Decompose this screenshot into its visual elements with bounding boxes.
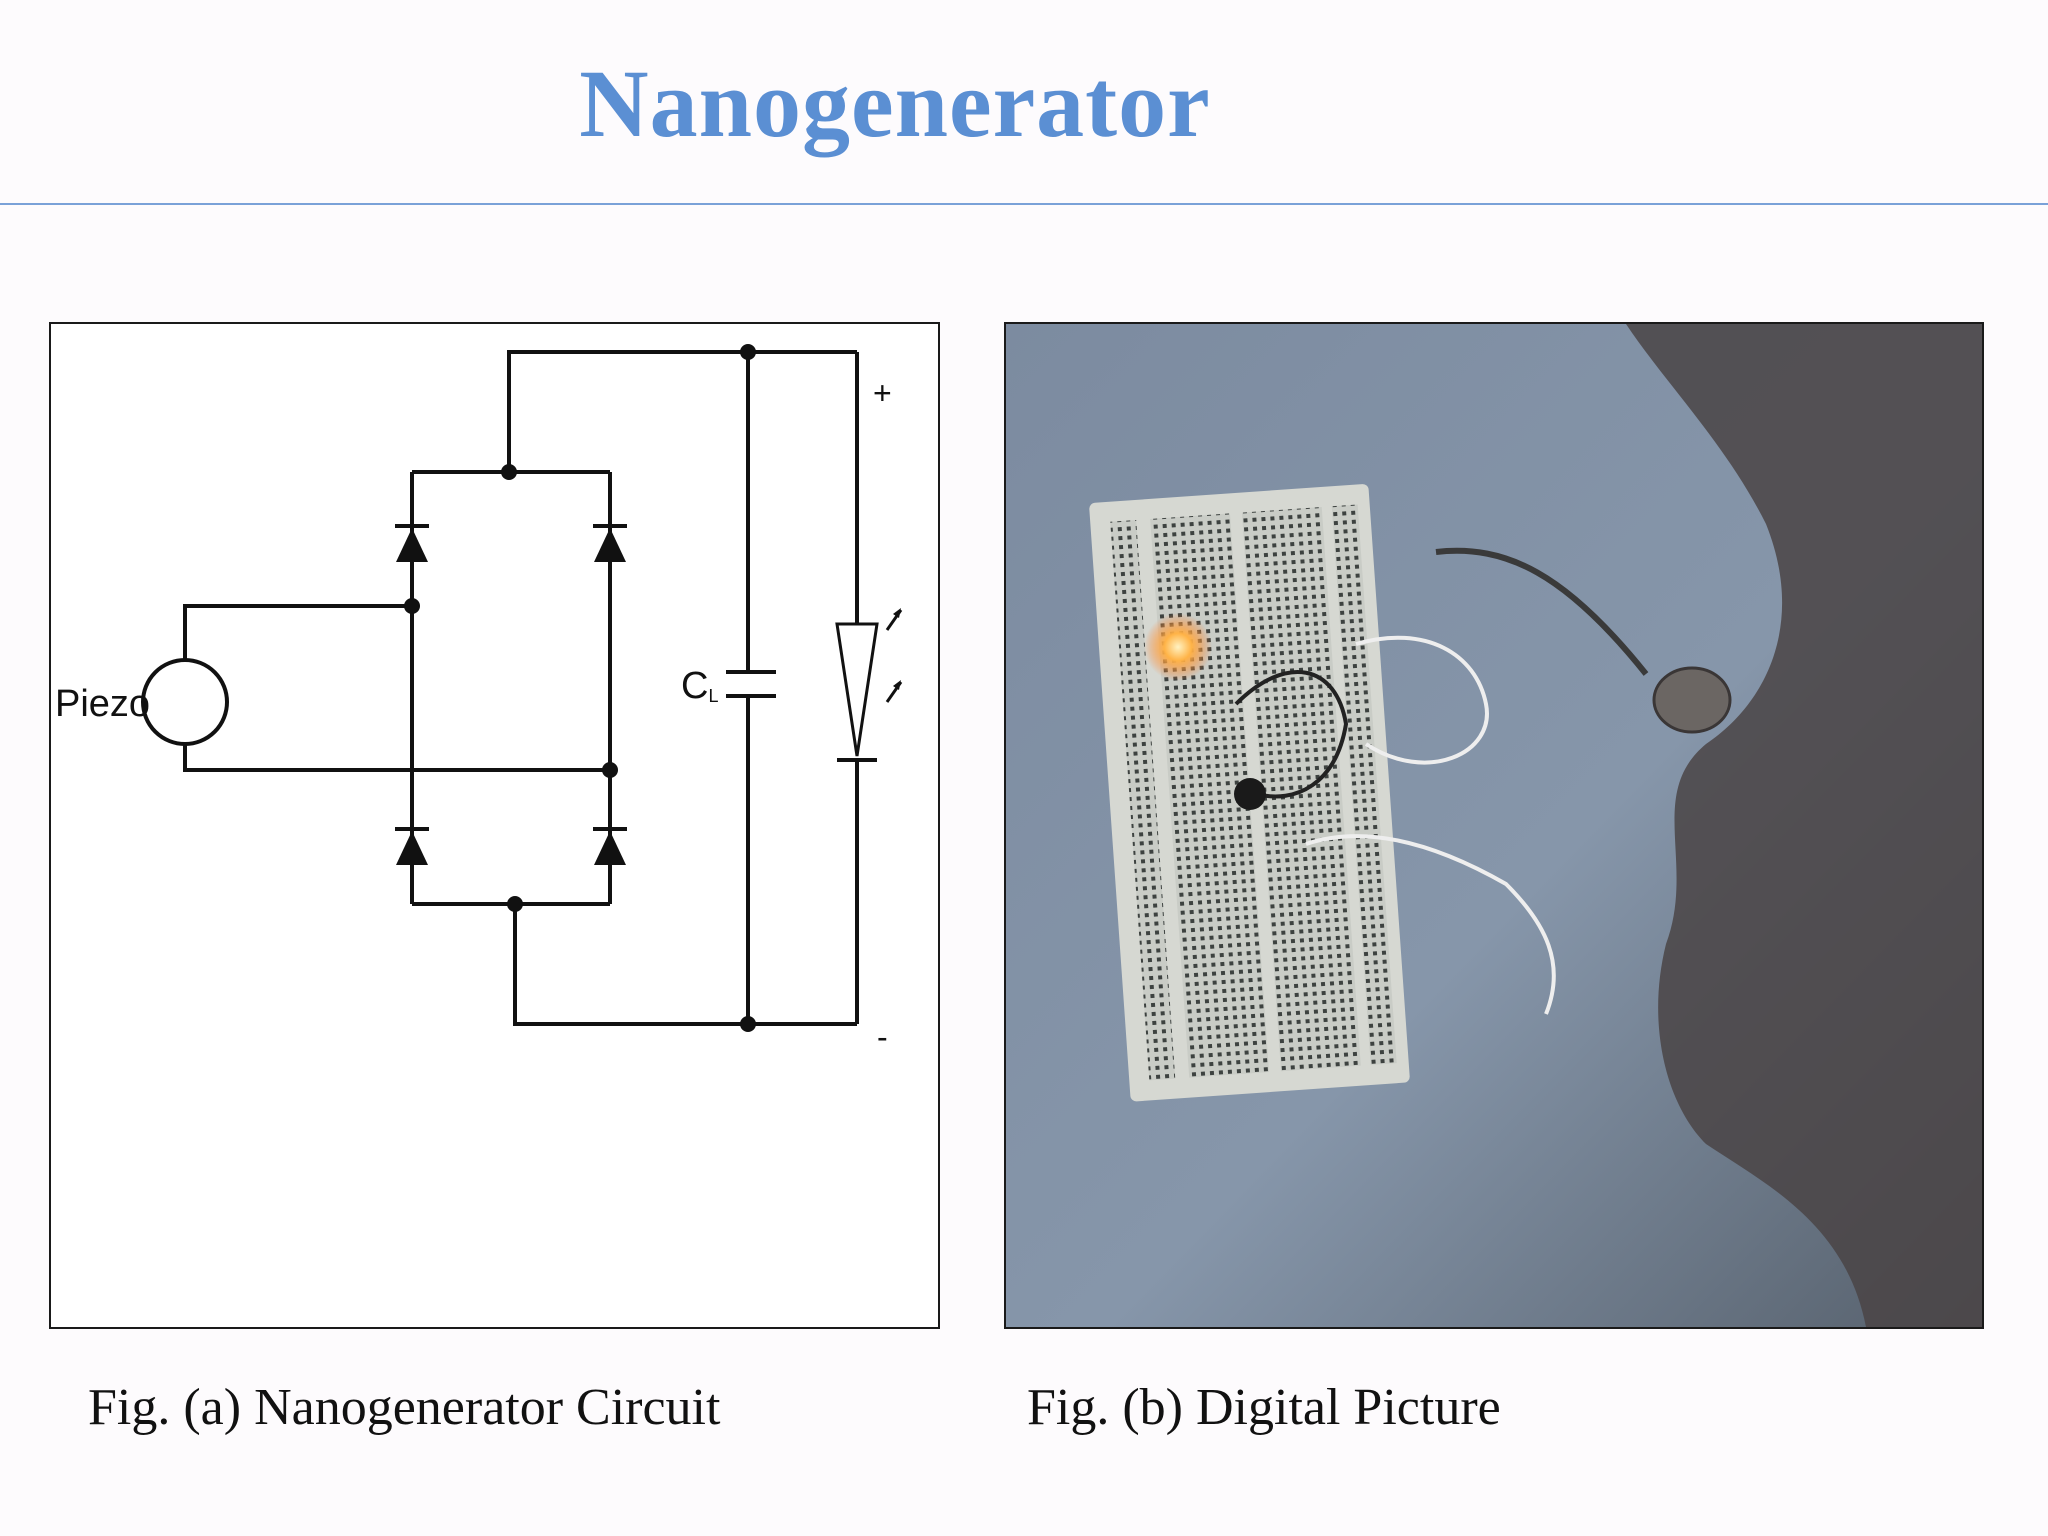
junction-piezo-bottom: [602, 762, 618, 778]
figure-a-caption: Fig. (a) Nanogenerator Circuit: [88, 1379, 721, 1436]
lead-to-source: [1435, 547, 1649, 676]
wire-bottom-rail: [513, 904, 857, 1026]
white-wire-1: [1355, 635, 1489, 765]
diode-top-left: [395, 524, 429, 562]
figure-b-caption: Fig. (b) Digital Picture: [1027, 1379, 1501, 1436]
slide-title: Nanogenerator: [579, 50, 1211, 157]
diode-bottom-right: [593, 827, 627, 865]
piezo-label: Piezo: [55, 683, 150, 725]
diode-bottom-left: [395, 827, 429, 865]
wire-piezo-top: [183, 604, 412, 660]
wire-top-rail: [507, 350, 817, 472]
piezo-disc: [1652, 666, 1732, 734]
wire-piezo-bottom: [183, 744, 610, 772]
breadboard-photo: [1006, 324, 1982, 1327]
digital-picture-panel: [1004, 322, 1984, 1329]
hand-shadow: [1626, 324, 1982, 1327]
positive-terminal-label: +: [873, 375, 892, 411]
led-glow: [1144, 613, 1212, 681]
circuit-diagram: Piezo CL + -: [55, 344, 903, 1055]
negative-terminal-label: -: [877, 1019, 888, 1055]
circuit-diagram-panel: Piezo CL + -: [49, 322, 940, 1329]
title-divider: [0, 203, 2048, 205]
transistor-component: [1234, 778, 1266, 810]
piezo-source-symbol: [141, 658, 229, 746]
junction-capacitor-bottom: [740, 1016, 756, 1032]
junction-piezo-top: [404, 598, 420, 614]
junction-top: [501, 464, 517, 480]
dark-wire: [1234, 669, 1349, 799]
junction-capacitor-top: [740, 344, 756, 360]
white-wire-2: [1305, 834, 1556, 1015]
led-symbol: [835, 608, 903, 762]
diode-top-right: [593, 524, 627, 562]
capacitor-label: CL: [681, 665, 718, 707]
